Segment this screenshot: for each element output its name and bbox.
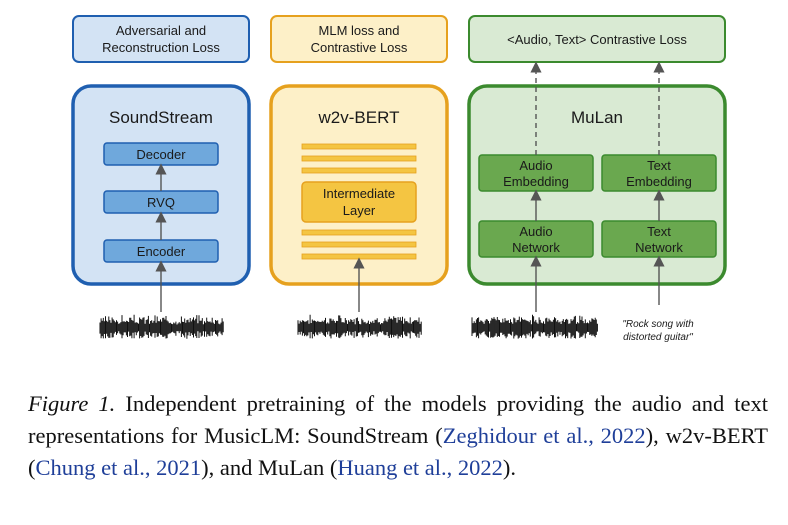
mulan-loss-label: <Audio, Text> Contrastive Loss	[507, 32, 687, 47]
mulan-loss-box	[468, 15, 726, 63]
decoder-label: Decoder	[136, 147, 186, 162]
w2vbert-layer	[301, 241, 417, 248]
soundstream-loss-line1: Adversarial and	[116, 23, 206, 38]
audio-embedding-line2: Embedding	[503, 174, 569, 189]
w2vbert-layer	[301, 167, 417, 174]
soundstream-waveform	[99, 314, 224, 339]
w2vbert-panel: MLM loss and Contrastive Loss w2v-BERT I…	[269, 15, 449, 339]
citation-link[interactable]: Chung et al., 2021	[35, 455, 202, 480]
mulan-panel: <Audio, Text> Contrastive Loss MuLan Aud…	[467, 15, 727, 343]
soundstream-loss-box	[72, 15, 250, 63]
figure-caption: Figure 1. Independent pretraining of the…	[28, 388, 768, 484]
w2vbert-layer	[301, 143, 417, 150]
mulan-title: MuLan	[571, 108, 623, 127]
encoder-label: Encoder	[137, 244, 186, 259]
caption-text: ), and MuLan (	[201, 455, 338, 480]
audio-embedding-line1: Audio	[519, 158, 552, 173]
caption-text: ), w2v-BERT (	[28, 423, 769, 480]
intermediate-layer-line2: Layer	[343, 203, 376, 218]
w2vbert-loss-line2: Contrastive Loss	[311, 40, 408, 55]
text-input-line1: "Rock song with	[622, 319, 694, 330]
caption-text: Independent pretraining of the models pr…	[28, 391, 768, 448]
soundstream-panel: Adversarial and Reconstruction Loss Soun…	[71, 15, 251, 339]
soundstream-loss-line2: Reconstruction Loss	[102, 40, 220, 55]
text-embedding-line2: Embedding	[626, 174, 692, 189]
text-embedding-line1: Text	[647, 158, 671, 173]
caption-text: ).	[502, 455, 517, 480]
intermediate-layer-line1: Intermediate	[323, 186, 395, 201]
audio-network-line1: Audio	[519, 224, 552, 239]
rvq-label: RVQ	[147, 195, 175, 210]
w2vbert-title: w2v-BERT	[318, 108, 400, 127]
w2vbert-loss-box	[270, 15, 448, 63]
text-network-line2: Network	[635, 240, 683, 255]
w2vbert-layer	[301, 155, 417, 162]
soundstream-title: SoundStream	[109, 108, 213, 127]
w2vbert-loss-line1: MLM loss and	[319, 23, 400, 38]
w2vbert-waveform	[297, 314, 422, 339]
mulan-waveform	[471, 314, 598, 339]
model-diagram: Adversarial and Reconstruction Loss Soun…	[71, 15, 727, 343]
audio-network-line2: Network	[512, 240, 560, 255]
citation-link[interactable]: Zeghidour et al., 2022	[442, 423, 646, 448]
w2vbert-layer	[301, 229, 417, 236]
figure-label: Figure 1.	[28, 391, 116, 416]
text-network-line1: Text	[647, 224, 671, 239]
citation-link[interactable]: Huang et al., 2022	[337, 455, 503, 480]
w2vbert-layer	[301, 253, 417, 260]
text-input-line2: distorted guitar"	[623, 332, 693, 343]
intermediate-layer-block	[301, 181, 417, 223]
